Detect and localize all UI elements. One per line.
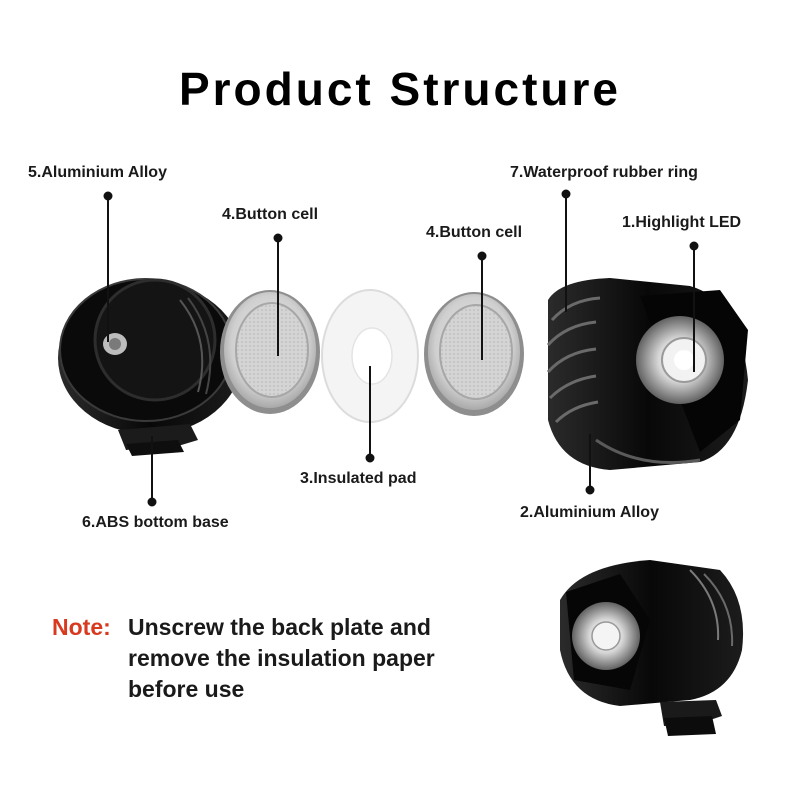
label-alloy-back: 5.Aluminium Alloy [28, 164, 167, 181]
button-cell-right-part [424, 292, 524, 416]
label-highlight-led: 1.Highlight LED [622, 214, 742, 231]
label-rubber-ring: 7.Waterproof rubber ring [510, 164, 698, 181]
back-cap-part [58, 278, 242, 456]
leader-lines [103, 189, 699, 507]
label-abs-base: 6.ABS bottom base [82, 514, 229, 531]
button-cell-left-part [220, 290, 320, 414]
assembled-lamp-illustration [560, 560, 744, 736]
page-title: Product Structure [178, 63, 622, 115]
note-text: Unscrew the back plate and remove the in… [128, 614, 435, 702]
label-button-cell-left: 4.Button cell [222, 206, 319, 223]
label-alloy-front: 2.Aluminium Alloy [520, 504, 659, 521]
insulated-pad-part [321, 289, 419, 423]
label-button-cell-right: 4.Button cell [426, 224, 523, 241]
label-insulated-pad: 3.Insulated pad [300, 470, 417, 487]
note-key: Note: [52, 614, 111, 640]
front-head-part [546, 278, 748, 470]
